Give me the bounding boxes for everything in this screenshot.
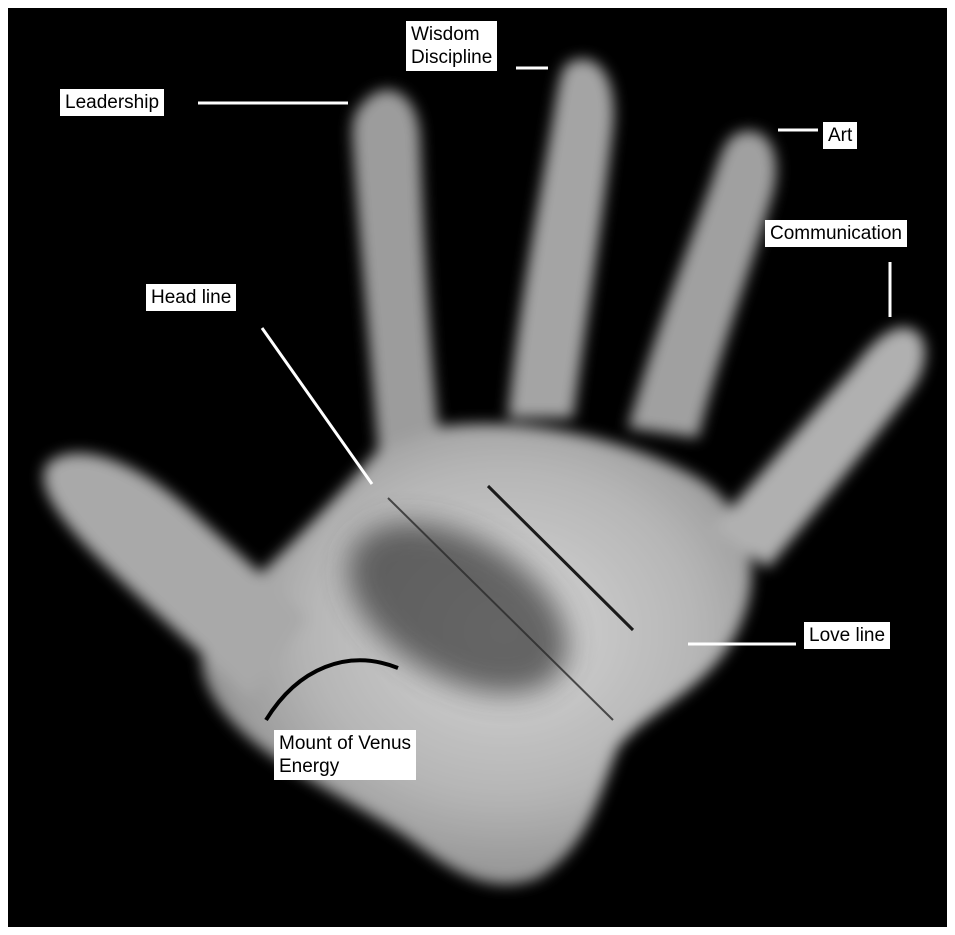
label-head-line: Head line <box>146 284 236 311</box>
label-love-line: Love line <box>804 622 890 649</box>
label-communication: Communication <box>765 220 907 247</box>
label-wisdom-discipline: Wisdom Discipline <box>406 21 497 71</box>
label-mount-of-venus: Mount of Venus Energy <box>274 730 416 780</box>
label-art: Art <box>823 122 857 149</box>
palm-illustration <box>8 8 947 927</box>
label-leadership: Leadership <box>60 89 164 116</box>
palm-diagram: Leadership Wisdom Discipline Art Communi… <box>8 8 947 927</box>
